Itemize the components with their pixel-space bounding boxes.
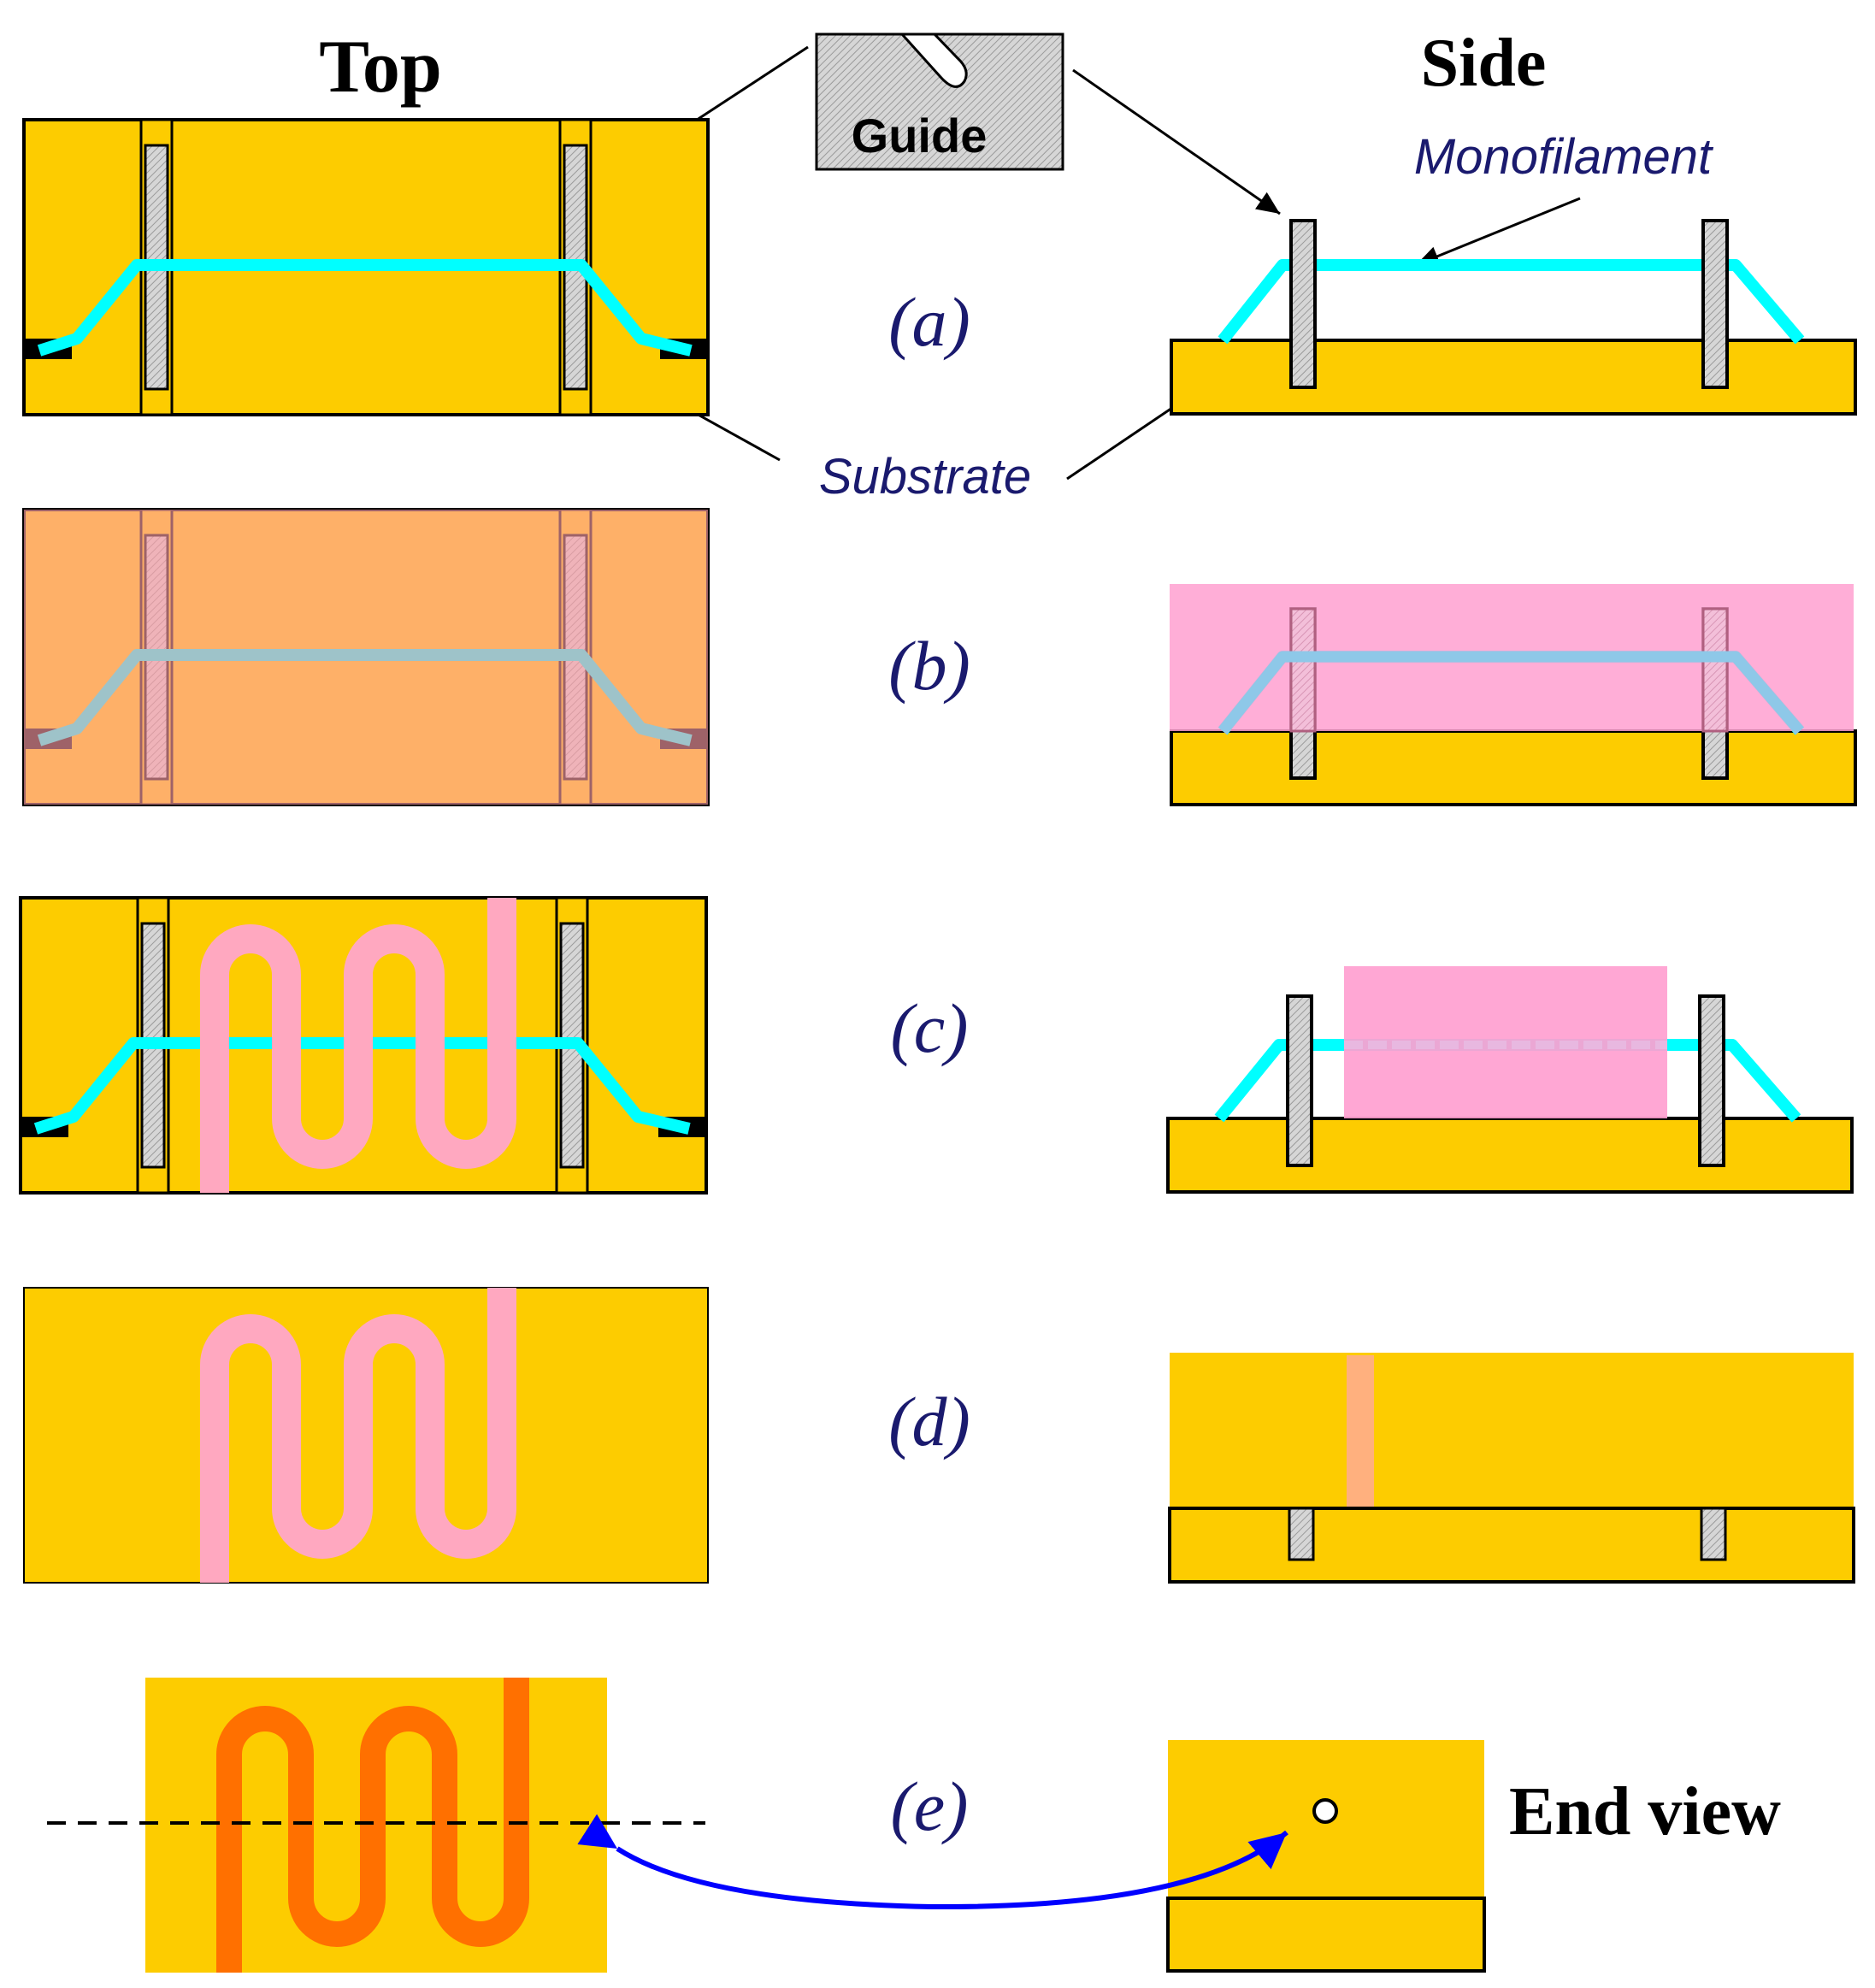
step-b-side-view (1170, 584, 1857, 806)
substrate-label: Substrate (819, 449, 1031, 504)
step-label-a: (a) (888, 283, 970, 361)
guide-arrow-side (1072, 68, 1281, 215)
guide-label: Guide (852, 109, 988, 162)
monofilament-arrow (1415, 197, 1581, 267)
end-view-label: End view (1509, 1774, 1781, 1849)
side-heading: Side (1421, 26, 1547, 101)
serpentine-channel-released (200, 1288, 516, 1583)
serpentine-channel (200, 898, 516, 1193)
step-c-side-view (1166, 966, 1854, 1194)
monofilament-label: Monofilament (1414, 129, 1714, 185)
potting-layer (24, 510, 708, 805)
step-label-d: (d) (888, 1383, 970, 1460)
step-a-top-view (22, 118, 710, 416)
step-d-side-view (1168, 1353, 1855, 1584)
step-e-top-view (47, 1678, 705, 1973)
channel-hole (1312, 1798, 1338, 1824)
step-label-c: (c) (890, 989, 968, 1067)
guide-icon: Guide (815, 32, 1064, 171)
step-b-top-view (22, 508, 710, 806)
end-view-arrow (577, 1814, 1288, 1910)
step-label-b: (b) (888, 627, 970, 705)
step-c-top-view (19, 896, 708, 1195)
monofilament (37, 259, 693, 357)
end-view (1166, 1740, 1486, 1973)
top-heading: Top (319, 26, 442, 109)
step-d-top-view (23, 1287, 709, 1584)
step-a-side-view (1170, 219, 1857, 416)
step-label-e: (e) (890, 1767, 968, 1845)
cured-channel (216, 1678, 529, 1973)
